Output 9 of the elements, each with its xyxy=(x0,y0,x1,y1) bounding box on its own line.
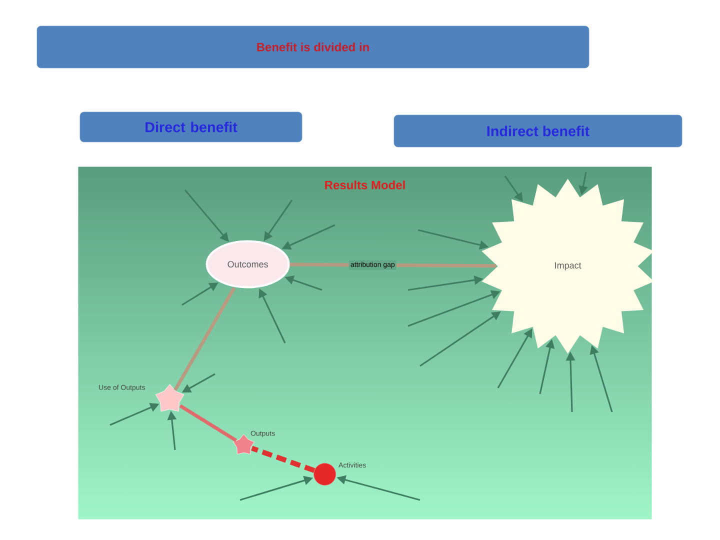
benefit-band: Indirect benefit xyxy=(394,114,682,148)
impact-burst: Impact xyxy=(482,178,654,354)
star xyxy=(155,384,184,412)
title-bar: Benefit is divided in xyxy=(36,26,590,68)
benefit-band: Direct benefit xyxy=(80,112,302,142)
connector xyxy=(174,287,236,392)
connector xyxy=(179,404,238,442)
circle xyxy=(314,463,336,486)
connector xyxy=(251,446,316,473)
